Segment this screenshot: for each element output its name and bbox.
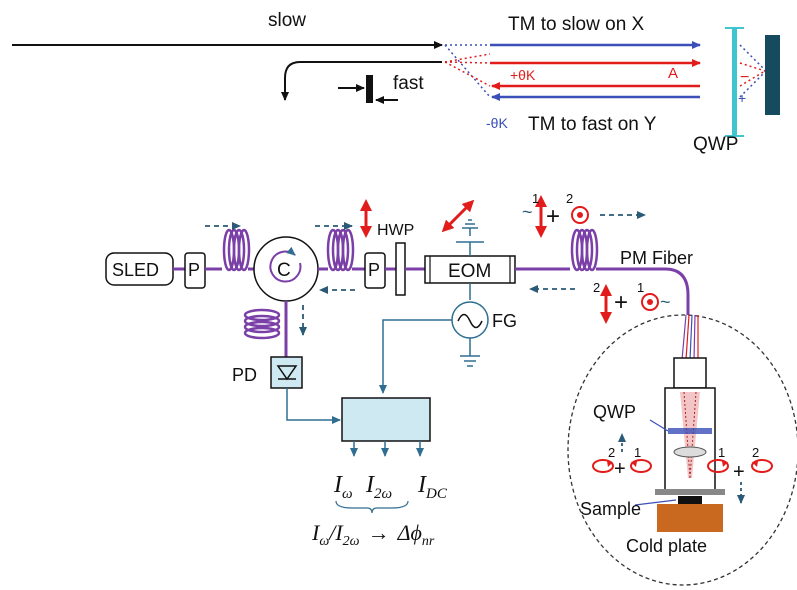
photodetector <box>270 356 303 389</box>
diode-icon <box>276 365 298 381</box>
sample-label: Sample <box>580 499 641 519</box>
bottom-panel: SLED P C P HWP <box>105 191 797 586</box>
circulator-rotation-icon <box>269 246 302 283</box>
return-beam <box>281 61 442 101</box>
cold-plate-label: Cold plate <box>626 536 707 556</box>
left-mode-2: 2 <box>608 445 615 460</box>
hwp-label: HWP <box>377 222 414 239</box>
plus-theta-label: +θK <box>510 67 536 83</box>
qwp-label-top: QWP <box>693 134 738 155</box>
minus-theta-label: -θK <box>486 115 508 131</box>
mode-out-2: 2 <box>593 280 600 295</box>
output-i-2omega: I2ω <box>365 472 392 502</box>
mode-in-tilde: ~ <box>522 202 533 222</box>
pd-signal-line <box>286 388 341 424</box>
out-of-plane-icon <box>571 206 589 224</box>
mode-in-2: 2 <box>566 191 573 206</box>
qwp-label-probe: QWP <box>593 402 636 422</box>
qwp-minus: − <box>740 69 749 86</box>
fg-reference-line <box>379 319 452 394</box>
polarizer-2-label: P <box>368 260 380 280</box>
mode-in-1: 1 <box>532 191 539 206</box>
sine-icon <box>457 313 483 329</box>
pd-label: PD <box>232 365 257 385</box>
output-i-dc: IDC <box>417 472 448 502</box>
fast-axis-symbol <box>338 75 398 104</box>
fiber-coil-1 <box>222 228 251 272</box>
pm-fiber-label: PM Fiber <box>620 248 693 268</box>
fast-label: fast <box>393 73 424 94</box>
probe-collar <box>673 357 707 389</box>
fiber-coil-4 <box>243 308 281 340</box>
sensor-head-zoom <box>567 314 797 586</box>
a-label: A <box>668 65 678 82</box>
polarizer-1-label: P <box>188 260 200 280</box>
mirror-block <box>765 35 780 115</box>
cold-plate <box>657 504 723 532</box>
output-i-omega: Iω <box>333 472 353 502</box>
mode-in-plus: + <box>546 203 560 230</box>
tm-slow-label: TM to slow on X <box>508 14 645 35</box>
beam-envelope <box>444 44 766 98</box>
top-panel: slow fast TM to slow on X +θK <box>12 10 780 155</box>
mode-out-tilde: ~ <box>660 292 671 312</box>
polarization-arrows <box>360 195 612 324</box>
qwp-plate-probe <box>668 428 712 434</box>
circulator-label: C <box>277 260 291 281</box>
slow-label: slow <box>268 10 306 31</box>
right-mode-2: 2 <box>752 445 759 460</box>
qwp-plate-top <box>732 28 737 136</box>
output-brace <box>335 500 409 514</box>
eom-label: EOM <box>448 261 491 282</box>
qwp-plus: + <box>738 90 746 106</box>
pm-fiber <box>596 267 690 315</box>
out-of-plane-icon-2 <box>641 293 659 311</box>
tm-fast-label: TM to fast on Y <box>528 114 657 135</box>
fiber-coil-3 <box>570 228 599 272</box>
lens <box>673 446 707 458</box>
sample-stage <box>655 489 725 495</box>
circular-pol-left <box>592 433 652 473</box>
fg-label: FG <box>492 311 517 331</box>
circular-pol-right <box>707 459 773 504</box>
mode-out-1: 1 <box>637 280 644 295</box>
sled-label: SLED <box>112 260 159 280</box>
sample <box>678 496 702 504</box>
phase-formula: Iω/I2ω→Δϕnr <box>311 520 435 549</box>
fiber-coil-2 <box>326 228 355 272</box>
processing-box <box>341 397 431 442</box>
hwp-plate <box>395 242 406 296</box>
right-mode-1: 1 <box>718 445 725 460</box>
propagation-arrows <box>205 211 646 336</box>
left-mode-1: 1 <box>634 445 641 460</box>
left-plus: + <box>614 458 626 480</box>
fiber-bundle <box>681 314 699 361</box>
mode-out-plus: + <box>614 289 628 316</box>
right-plus: + <box>733 461 745 483</box>
